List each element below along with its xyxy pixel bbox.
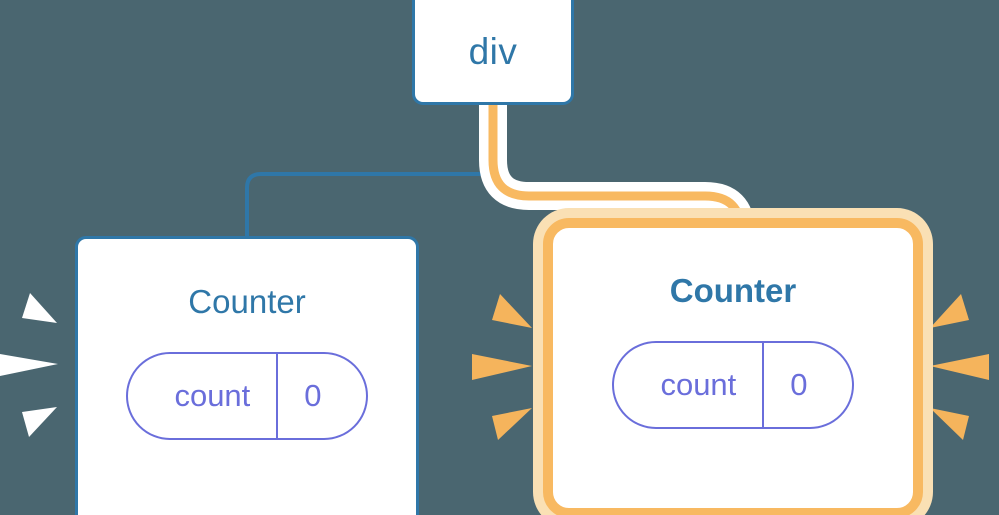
state-value-right: 0: [790, 367, 808, 402]
burst-ray: [22, 293, 57, 323]
edge-div-to-right-line: [488, 103, 746, 248]
node-counter-right-body: Counter count 0: [553, 228, 913, 429]
node-counter-left[interactable]: Counter count 0: [75, 236, 419, 515]
state-pill-right[interactable]: count 0: [612, 341, 854, 429]
burst-ray: [930, 294, 969, 328]
node-counter-left-label: Counter: [188, 283, 306, 320]
burst-ray: [22, 407, 57, 437]
burst-ray: [492, 294, 532, 328]
burst-ray: [472, 354, 532, 380]
state-pill-divider: [762, 343, 765, 427]
burst-ray: [492, 408, 532, 440]
state-pill-left[interactable]: count 0: [126, 352, 368, 440]
node-counter-right[interactable]: Counter count 0: [543, 218, 923, 515]
node-div[interactable]: div: [412, 0, 574, 105]
node-counter-left-body: Counter count 0: [78, 239, 416, 440]
node-div-label: div: [468, 30, 518, 72]
node-counter-right-label: Counter: [669, 272, 797, 309]
burst-orange-left: [472, 294, 532, 440]
burst-ray: [0, 354, 58, 376]
burst-white-left: [0, 293, 58, 437]
burst-ray: [930, 354, 989, 380]
state-key-left: count: [174, 378, 251, 413]
state-value-left: 0: [304, 378, 322, 413]
state-pill-divider: [276, 354, 279, 438]
burst-orange-right: [930, 294, 989, 440]
edge-div-to-left-line: [245, 105, 495, 240]
state-key-right: count: [660, 367, 737, 402]
burst-ray: [930, 408, 969, 440]
